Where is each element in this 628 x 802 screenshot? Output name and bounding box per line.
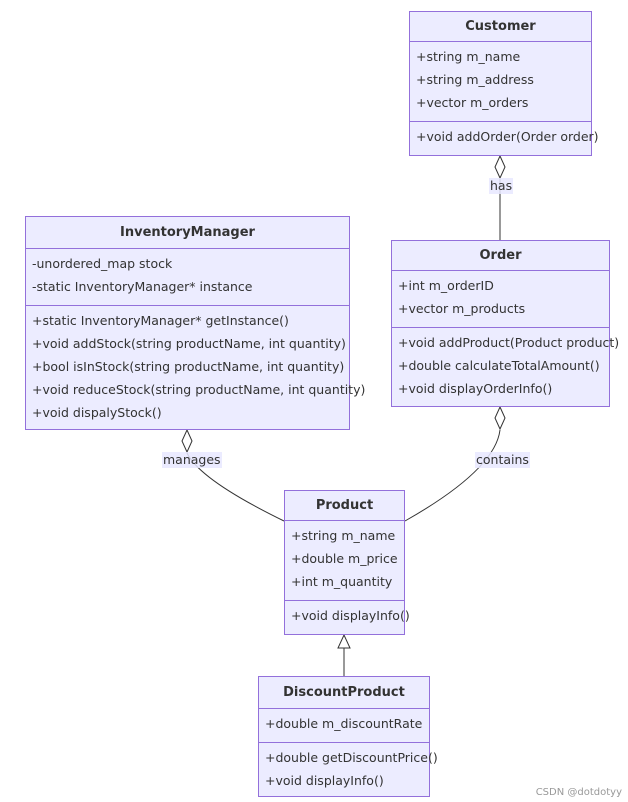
class-discount-product-methods: +double getDiscountPrice() +void display… — [259, 743, 438, 799]
attribute: +double m_discountRate — [265, 716, 423, 731]
edge-order-product — [404, 429, 501, 522]
attribute: +vector m_orders — [416, 95, 529, 110]
label-contains: contains — [475, 452, 530, 468]
watermark: CSDN @dotdotyy — [535, 787, 622, 798]
class-product-attributes: +string m_name +double m_price +int m_qu… — [285, 521, 404, 601]
attribute: +string m_name — [291, 528, 396, 543]
class-discount-product-attributes: +double m_discountRate — [259, 709, 429, 743]
label-has: has — [489, 178, 514, 194]
class-discount-product-title: DiscountProduct — [259, 677, 429, 709]
class-order: Order +int m_orderID +vector m_products … — [391, 240, 620, 407]
class-product-title: Product — [285, 491, 404, 521]
method: +void displayInfo() — [265, 773, 384, 788]
method: +double calculateTotalAmount() — [398, 358, 600, 373]
class-order-title: Order — [392, 241, 609, 271]
method: +void displayInfo() — [291, 608, 410, 623]
attribute: -unordered_map stock — [32, 256, 173, 271]
aggregation-diamond-customer — [494, 154, 506, 180]
class-product: Product +string m_name +double m_price +… — [284, 490, 410, 635]
attribute: +string m_address — [416, 72, 534, 87]
method: +void displayOrderInfo() — [398, 381, 553, 396]
class-order-methods: +void addProduct(Product product) +doubl… — [392, 328, 620, 407]
attribute: +vector m_products — [398, 301, 526, 316]
inheritance-triangle — [337, 633, 351, 649]
method: +void addProduct(Product product) — [398, 335, 620, 350]
method: +void addOrder(Order order) — [416, 129, 599, 144]
method: +void dispalyStock() — [32, 405, 162, 420]
aggregation-diamond-order — [494, 405, 506, 431]
class-customer-attributes: +string m_name +string m_address +vector… — [410, 42, 591, 122]
method: +void reduceStock(string productName, in… — [32, 382, 366, 397]
method: +static InventoryManager* getInstance() — [32, 313, 289, 328]
class-customer-title: Customer — [410, 12, 591, 42]
class-inventory-manager-title: InventoryManager — [26, 217, 349, 249]
attribute: -static InventoryManager* instance — [32, 279, 253, 294]
method: +bool isInStock(string productName, int … — [32, 359, 345, 374]
attribute: +int m_quantity — [291, 574, 393, 589]
attribute: +string m_name — [416, 49, 521, 64]
method: +void addStock(string productName, int q… — [32, 336, 346, 351]
attribute: +double m_price — [291, 551, 398, 566]
class-customer-methods: +void addOrder(Order order) — [410, 122, 599, 155]
class-inventory-manager: InventoryManager -unordered_map stock -s… — [25, 216, 366, 431]
label-manages: manages — [162, 452, 222, 468]
class-order-attributes: +int m_orderID +vector m_products — [392, 271, 609, 328]
method: +double getDiscountPrice() — [265, 750, 438, 765]
class-inventory-manager-methods: +static InventoryManager* getInstance() … — [26, 306, 366, 431]
attribute: +int m_orderID — [398, 278, 494, 293]
class-product-methods: +void displayInfo() — [285, 601, 410, 634]
class-discount-product: DiscountProduct +double m_discountRate +… — [258, 676, 438, 799]
aggregation-diamond-inventory — [181, 428, 193, 454]
class-inventory-manager-attributes: -unordered_map stock -static InventoryMa… — [26, 249, 349, 306]
class-customer: Customer +string m_name +string m_addres… — [409, 11, 599, 156]
